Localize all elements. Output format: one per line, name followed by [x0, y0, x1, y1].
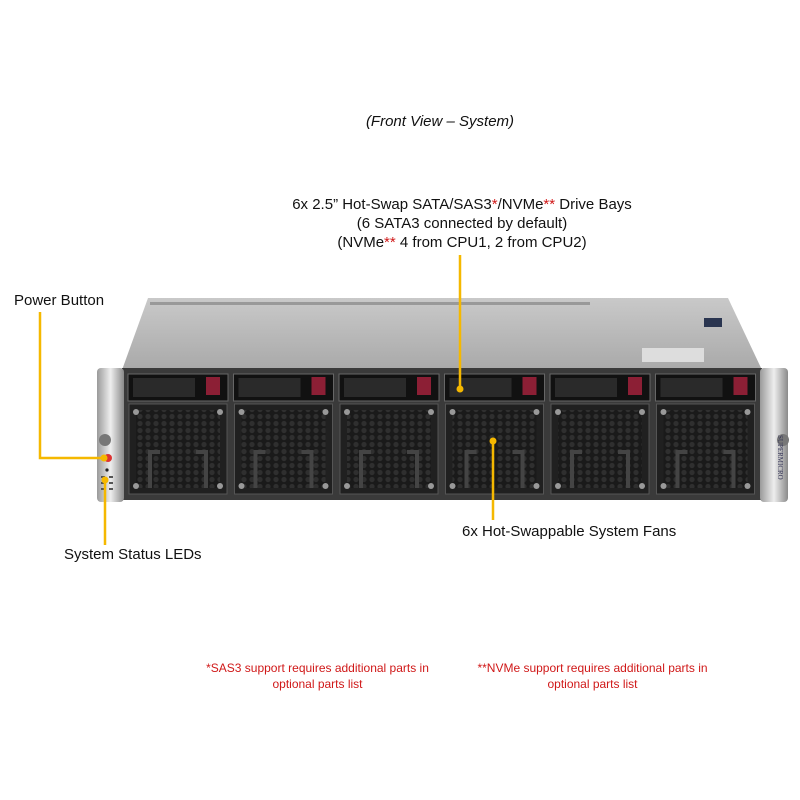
drive-bays-text: 6x 2.5” Hot-Swap SATA/SAS3 [292, 196, 492, 213]
fans-label: 6x Hot-Swappable System Fans [462, 523, 677, 540]
thumbscrew-icon [777, 434, 789, 446]
status-leds-label: System Status LEDs [64, 546, 202, 563]
drive-bay[interactable] [127, 373, 229, 402]
status-leds [101, 476, 113, 490]
screw-icon [428, 483, 434, 489]
system-fan[interactable] [550, 403, 650, 495]
drive-latch [206, 377, 220, 395]
screw-icon [744, 409, 751, 415]
screw-icon [660, 409, 667, 415]
drive-bay[interactable] [549, 373, 651, 402]
chassis-top [122, 298, 762, 370]
nvme-text: (NVMe [337, 234, 385, 251]
system-fan[interactable] [656, 403, 755, 495]
screw-icon [428, 409, 434, 415]
asterisk: ** [543, 196, 556, 213]
right-rack-ear [760, 368, 788, 502]
drive-latch [417, 377, 431, 395]
screw-icon [133, 483, 139, 489]
sas3-footnote: *SAS3 support requires additional parts … [206, 661, 429, 691]
system-fan[interactable] [445, 403, 544, 495]
screw-icon [639, 483, 645, 489]
drive-bays-default: (6 SATA3 connected by default) [356, 215, 568, 232]
brand-logo: SUPERMICRO [776, 435, 784, 480]
drive-latch [733, 377, 748, 395]
fan-handle [464, 450, 525, 488]
fan-handle [148, 450, 208, 488]
reset-button[interactable] [105, 468, 109, 472]
system-fan[interactable] [234, 403, 333, 495]
screw-icon [449, 483, 456, 489]
chassis-label [642, 348, 704, 362]
drive-bay[interactable] [338, 373, 440, 402]
screw-icon [555, 483, 561, 489]
screw-icon [555, 409, 561, 415]
screw-icon [533, 483, 540, 489]
nvme-footnote: **NVMe support requires additional parts… [477, 661, 708, 691]
screw-icon [238, 409, 245, 415]
fan-handle [675, 450, 736, 488]
asterisk: ** [384, 234, 396, 251]
screw-icon [133, 409, 139, 415]
asterisk: * [491, 196, 498, 213]
drive-bay[interactable] [233, 373, 334, 402]
drive-latch [522, 377, 537, 395]
drive-bays-callout: 6x 2.5” Hot-Swap SATA/SAS3*/NVMe** Drive… [262, 195, 662, 252]
screw-icon [533, 409, 540, 415]
fan-handle [359, 450, 419, 488]
screw-icon [639, 409, 645, 415]
power-button-label: Power Button [14, 292, 105, 309]
screw-icon [660, 483, 667, 489]
nvme-text: 4 from CPU1, 2 from CPU2) [395, 234, 587, 251]
screw-icon [449, 409, 456, 415]
thumbscrew-icon [99, 434, 111, 446]
screw-icon [322, 483, 329, 489]
chassis-sticker [704, 318, 722, 327]
drive-bay[interactable] [655, 373, 756, 402]
figure-caption: (Front View – System) [365, 113, 515, 130]
callout-lines [38, 255, 495, 545]
screw-icon [217, 409, 223, 415]
screw-icon [744, 483, 751, 489]
screw-icon [344, 409, 350, 415]
callout-dots [100, 385, 497, 484]
drive-bays-text: /NVMe [497, 196, 544, 213]
system-fan[interactable] [128, 403, 228, 495]
screw-icon [238, 483, 245, 489]
system-fan[interactable] [339, 403, 439, 495]
drive-bays-text: Drive Bays [555, 196, 632, 213]
screw-icon [217, 483, 223, 489]
screw-icon [344, 483, 350, 489]
fan-handle [253, 450, 314, 488]
drive-latch [628, 377, 642, 395]
screw-icon [322, 409, 329, 415]
fan-handle [570, 450, 630, 488]
left-rack-ear [97, 368, 124, 502]
drive-latch [311, 377, 326, 395]
